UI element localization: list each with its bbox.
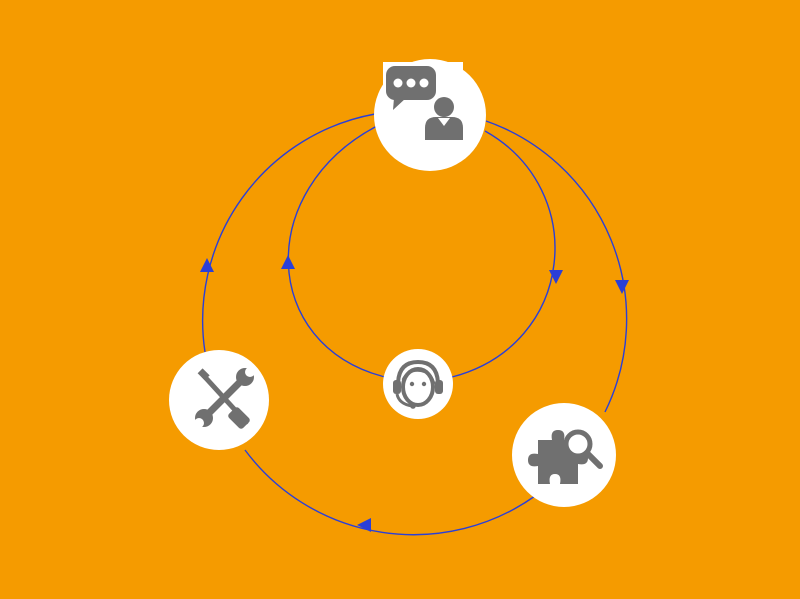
arrow-outer-bottom <box>357 518 371 532</box>
tools-wrench-screwdriver-icon <box>194 367 255 429</box>
arrow-inner-right <box>549 270 563 284</box>
outer-arc-right-to-left <box>244 449 536 536</box>
node-support-agent <box>383 349 453 419</box>
outer-arc-top-to-right <box>485 120 628 413</box>
arrow-outer-left <box>200 258 214 272</box>
arrow-outer-right <box>615 280 629 294</box>
node-puzzle-search <box>512 403 616 507</box>
inner-arc-top-to-center <box>451 130 556 378</box>
node-tools <box>169 350 269 450</box>
outer-arc-left-to-top <box>201 113 376 353</box>
node-customer-chat <box>374 59 486 171</box>
inner-arc-center-to-top <box>287 125 386 378</box>
arrowheads <box>200 255 629 532</box>
support-agent-headset-icon <box>393 359 443 409</box>
customer-chat-icon <box>386 66 463 140</box>
puzzle-search-icon <box>528 429 603 484</box>
arrow-inner-left <box>281 255 295 269</box>
